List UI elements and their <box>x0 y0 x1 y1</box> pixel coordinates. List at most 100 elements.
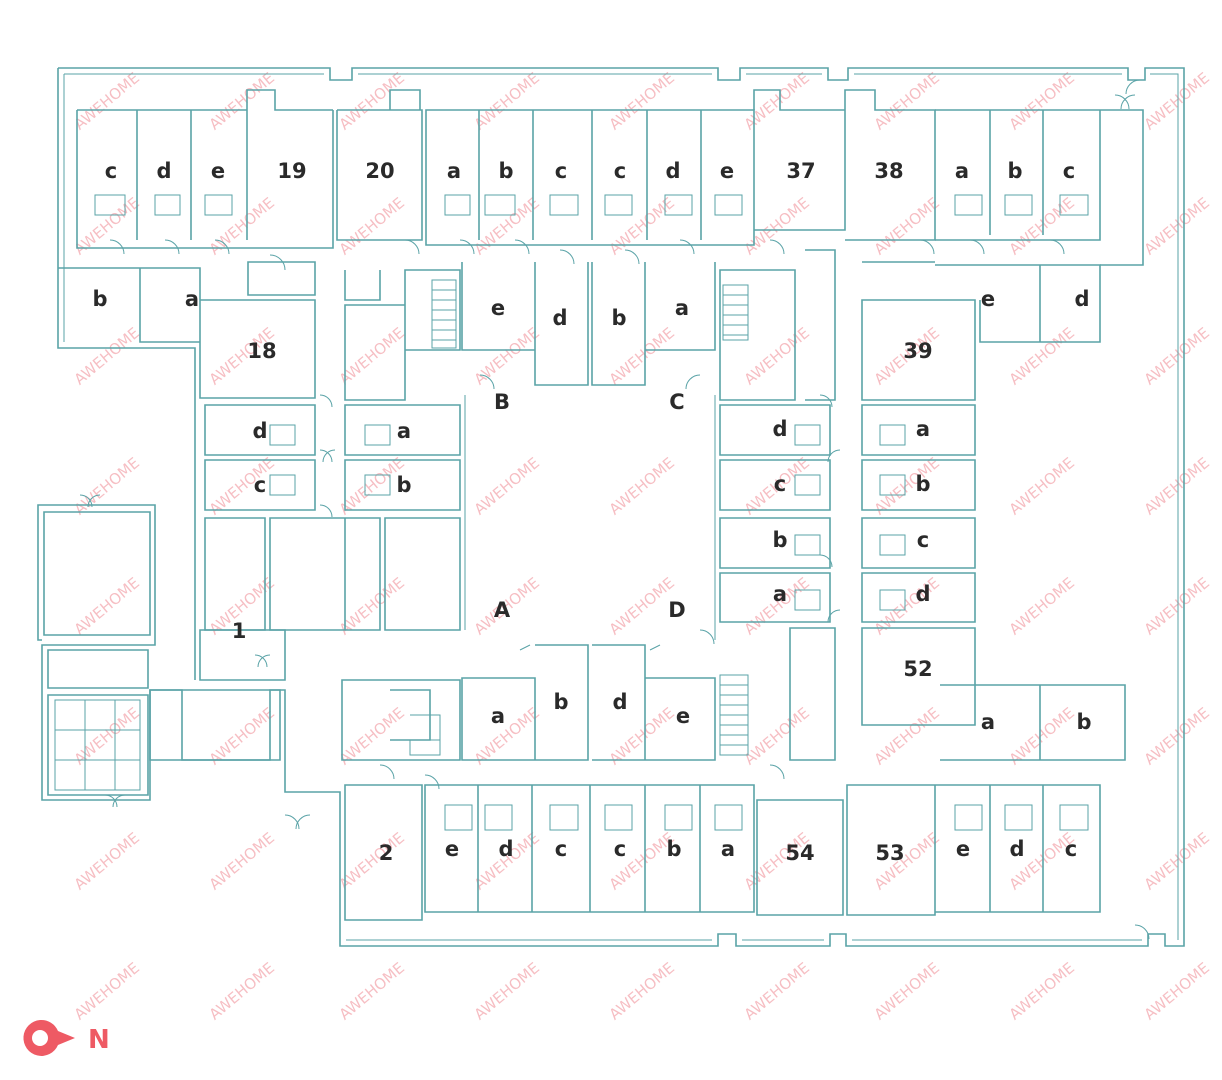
watermark: AWEHOME <box>206 829 278 894</box>
watermark: AWEHOME <box>606 454 678 519</box>
watermark: AWEHOME <box>206 194 278 259</box>
watermark: AWEHOME <box>71 959 143 1024</box>
room-label: a <box>981 710 995 734</box>
room-label: b <box>1007 159 1022 183</box>
room-label: a <box>447 159 461 183</box>
location-pin-icon <box>23 1019 76 1056</box>
watermark: AWEHOME <box>471 454 543 519</box>
watermark: AWEHOME <box>471 69 543 134</box>
room-label: e <box>445 837 459 861</box>
room-label: a <box>185 287 199 311</box>
watermark: AWEHOME <box>1141 69 1213 134</box>
watermark: AWEHOME <box>336 574 408 639</box>
room-label: c <box>1063 159 1075 183</box>
room-label: c <box>254 473 266 497</box>
watermark: AWEHOME <box>336 959 408 1024</box>
room-label: d <box>772 417 787 441</box>
watermark: AWEHOME <box>741 69 813 134</box>
watermark: AWEHOME <box>1006 704 1078 769</box>
room-labels: c d e 19 20 a b c c d e 37 38 a b c b a … <box>92 159 1091 865</box>
room-label: c <box>105 159 117 183</box>
room-label: c <box>555 837 567 861</box>
room-label: b <box>611 306 626 330</box>
watermark: AWEHOME <box>871 704 943 769</box>
room-label: a <box>675 296 689 320</box>
room-label: b <box>772 528 787 552</box>
room-label: b <box>498 159 513 183</box>
room-label: c <box>614 159 626 183</box>
watermark: AWEHOME <box>1141 194 1213 259</box>
watermark: AWEHOME <box>336 704 408 769</box>
room-label: b <box>666 837 681 861</box>
watermark: AWEHOME <box>606 194 678 259</box>
room-label: D <box>668 598 685 622</box>
watermark: AWEHOME <box>71 69 143 134</box>
watermark: AWEHOME <box>871 194 943 259</box>
watermark: AWEHOME <box>71 194 143 259</box>
room-label: 18 <box>247 339 276 363</box>
room-label: B <box>494 390 510 414</box>
room-label: e <box>956 837 970 861</box>
watermark: AWEHOME <box>71 454 143 519</box>
watermark: AWEHOME <box>1006 959 1078 1024</box>
room-label: a <box>916 417 930 441</box>
watermark: AWEHOME <box>1006 574 1078 639</box>
watermark: AWEHOME <box>206 69 278 134</box>
watermark: AWEHOME <box>336 194 408 259</box>
watermark: AWEHOME <box>741 324 813 389</box>
watermark: AWEHOME <box>336 829 408 894</box>
room-label: d <box>552 306 567 330</box>
watermark: AWEHOME <box>741 194 813 259</box>
room-label: c <box>614 837 626 861</box>
watermark: AWEHOME <box>1141 829 1213 894</box>
room-label: b <box>396 473 411 497</box>
watermark: AWEHOME <box>471 704 543 769</box>
compass: N <box>23 1019 110 1056</box>
watermark: AWEHOME <box>606 574 678 639</box>
room-label: d <box>252 419 267 443</box>
watermark: AWEHOME <box>1006 69 1078 134</box>
room-label: e <box>981 287 995 311</box>
room-label: d <box>1074 287 1089 311</box>
watermark: AWEHOME <box>1006 454 1078 519</box>
watermark: AWEHOME <box>871 959 943 1024</box>
room-label: 20 <box>365 159 394 183</box>
room-label: 54 <box>785 841 814 865</box>
room-label: c <box>917 528 929 552</box>
watermark: AWEHOME <box>71 324 143 389</box>
watermark: AWEHOME <box>471 324 543 389</box>
room-label: C <box>669 390 684 414</box>
room-label: a <box>721 837 735 861</box>
watermark: AWEHOME <box>871 574 943 639</box>
watermark: AWEHOME <box>1141 574 1213 639</box>
room-label: 37 <box>786 159 815 183</box>
watermark: AWEHOME <box>871 454 943 519</box>
watermarks: AWEHOME AWEHOME AWEHOME AWEHOME AWEHOME … <box>71 69 1213 1024</box>
room-label: 53 <box>875 841 904 865</box>
watermark: AWEHOME <box>1006 194 1078 259</box>
room-label: d <box>665 159 680 183</box>
compass-center <box>32 1030 48 1046</box>
room-label: 52 <box>903 657 932 681</box>
room-label: 39 <box>903 339 932 363</box>
watermark: AWEHOME <box>606 69 678 134</box>
room-label: d <box>915 582 930 606</box>
room-label: 38 <box>874 159 903 183</box>
room-label: b <box>915 472 930 496</box>
room-label: d <box>1009 837 1024 861</box>
watermark: AWEHOME <box>71 829 143 894</box>
room-label: c <box>555 159 567 183</box>
room-label: b <box>1076 710 1091 734</box>
watermark: AWEHOME <box>1006 324 1078 389</box>
watermark: AWEHOME <box>1141 959 1213 1024</box>
watermark: AWEHOME <box>1141 454 1213 519</box>
north-label: N <box>88 1025 110 1055</box>
room-label: e <box>211 159 225 183</box>
watermark: AWEHOME <box>871 69 943 134</box>
room-label: b <box>92 287 107 311</box>
room-label: e <box>720 159 734 183</box>
room-label: e <box>491 296 505 320</box>
room-label: c <box>1065 837 1077 861</box>
watermark: AWEHOME <box>1141 324 1213 389</box>
